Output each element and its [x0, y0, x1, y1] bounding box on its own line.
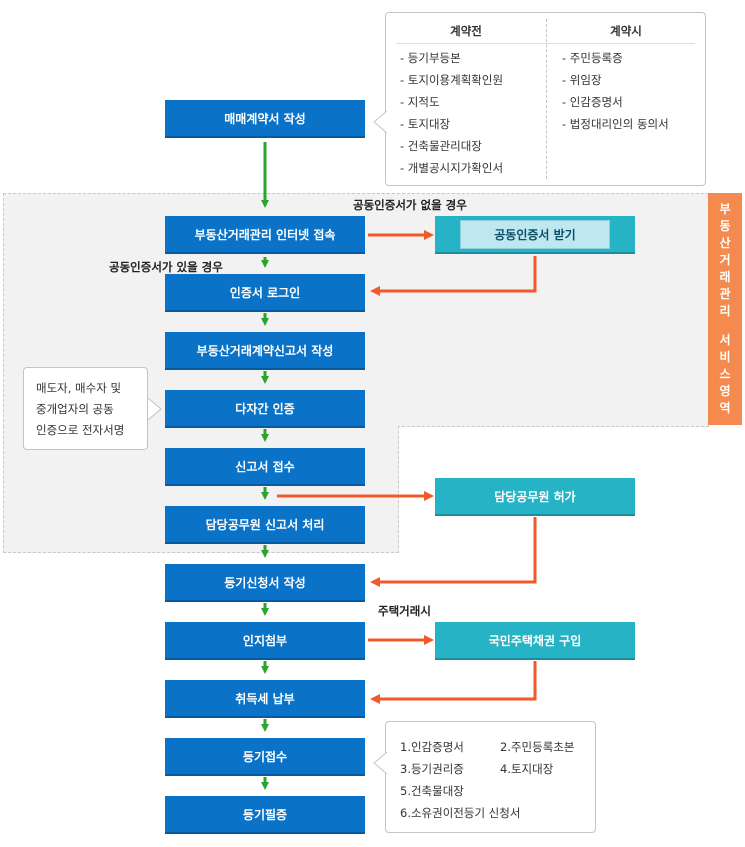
arrow-permit-back [370, 517, 537, 587]
tab-char: 산 [719, 236, 731, 250]
side-step-bond: 국민주택채권 구입 [435, 622, 635, 660]
side-step-permit: 담당공무원 허가 [435, 478, 635, 516]
docs-during-item: - 위임장 [562, 73, 602, 87]
docs-before-item: - 지적도 [400, 95, 440, 109]
docs-during-item: - 인감증명서 [562, 95, 623, 109]
docs-during-item: - 주민등록증 [562, 51, 623, 65]
tab-char: 거 [719, 253, 731, 267]
contract-docs-callout: 계약전 계약시 - 등기부등본 - 토지이용계획확인원 - 지적도 - 토지대장… [373, 12, 706, 186]
docs-before-item: - 토지대장 [400, 117, 451, 131]
step-internet-access: 부동산거래관리 인터넷 접속 [165, 216, 365, 254]
step-official-processing: 담당공무원 신고서 처리 [165, 506, 365, 544]
step-registration-form: 등기신청서 작성 [165, 564, 365, 602]
reg-doc-item: 2.주민등록초본 [500, 740, 575, 754]
docs-before-item: - 토지이용계획확인원 [400, 73, 504, 87]
tab-char: 래 [719, 270, 731, 284]
docs-during-title: 계약시 [610, 24, 642, 38]
docs-before-item: - 등기부등본 [400, 51, 461, 65]
label-has-cert: 공동인증서가 있을 경우 [109, 260, 223, 274]
step-acquisition-tax: 취득세 납부 [165, 680, 365, 718]
signature-note-line: 인증으로 전자서명 [36, 423, 125, 437]
callout-pointer [148, 398, 162, 420]
step-report-submit: 신고서 접수 [165, 448, 365, 486]
docs-before-title: 계약전 [450, 24, 482, 38]
label-no-cert: 공동인증서가 없을 경우 [353, 198, 467, 212]
reg-doc-item: 4.토지대장 [500, 762, 554, 776]
docs-during-list: - 주민등록증 - 위임장 - 인감증명서 - 법정대리인의 동의서 [562, 47, 669, 135]
signature-note-line: 중개업자의 공동 [36, 402, 114, 416]
callout-pointer [373, 111, 387, 133]
tab-char: 서 [719, 333, 731, 347]
reg-doc-item: 5.건축물대장 [400, 784, 464, 798]
reg-doc-item: 6.소유권이전등기 신청서 [400, 806, 521, 820]
side-step-cert: 공동인증서 받기 [435, 216, 635, 254]
arrow-cert-back [370, 256, 537, 296]
tab-char: 리 [719, 304, 731, 318]
step-stamp: 인지첨부 [165, 622, 365, 660]
signature-note-callout: 매도자, 매수자 및 중개업자의 공동 인증으로 전자서명 [23, 367, 162, 450]
tab-char: 동 [719, 219, 731, 233]
step-multi-auth: 다자간 인증 [165, 390, 365, 428]
label-housing: 주택거래시 [378, 604, 431, 618]
step-registration-receipt: 등기접수 [165, 738, 365, 776]
docs-before-item: - 개별공시지가확인서 [400, 161, 504, 175]
step-cert-login: 인증서 로그인 [165, 274, 365, 312]
arrow-bond-back [370, 661, 537, 704]
docs-before-list: - 등기부등본 - 토지이용계획확인원 - 지적도 - 토지대장 - 건축물관리… [400, 47, 503, 179]
tab-char: 관 [719, 287, 731, 301]
tab-char: 비 [719, 350, 731, 364]
step-report-writing: 부동산거래계약신고서 작성 [165, 332, 365, 370]
step-registration-certificate: 등기필증 [165, 796, 365, 834]
step-contract-writing: 매매계약서 작성 [165, 100, 365, 138]
signature-note-line: 매도자, 매수자 및 [36, 381, 122, 395]
tab-char: 스 [719, 367, 731, 381]
callout-pointer [373, 752, 387, 774]
tab-char: 영 [719, 384, 731, 398]
registration-docs-callout: 1.인감증명서 2.주민등록초본 3.등기권리증 4.토지대장 5.건축물대장 6.… [373, 721, 596, 833]
tab-char: 역 [719, 401, 731, 415]
docs-before-item: - 건축물관리대장 [400, 139, 482, 153]
side-step-cert-label: 공동인증서 받기 [460, 219, 610, 249]
tab-char: 부 [719, 202, 731, 216]
docs-during-item: - 법정대리인의 동의서 [562, 117, 669, 131]
reg-doc-item: 3.등기권리증 [400, 762, 464, 776]
reg-doc-item: 1.인감증명서 [400, 740, 464, 754]
